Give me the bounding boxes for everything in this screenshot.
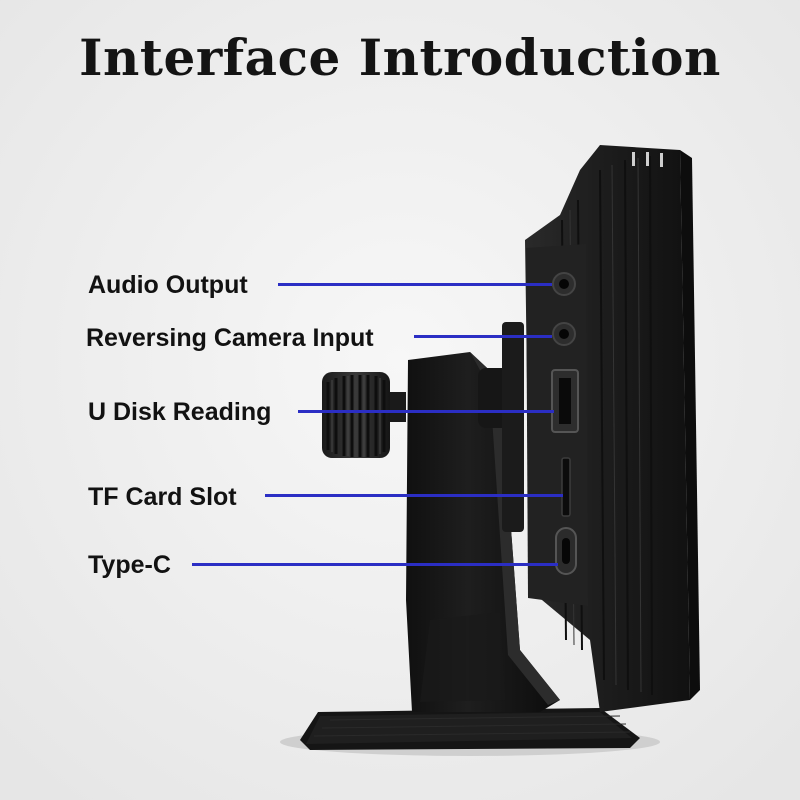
callout-u-disk-reading: U Disk Reading	[88, 398, 272, 426]
callout-line-audio-output	[278, 283, 552, 286]
callout-type-c: Type-C	[88, 551, 171, 579]
callout-tf-card-slot: TF Card Slot	[88, 483, 237, 511]
callout-audio-output: Audio Output	[88, 271, 248, 299]
callout-line-tf-card-slot	[265, 494, 563, 497]
callout-line-type-c	[192, 563, 558, 566]
page-title: Interface Introduction	[79, 28, 721, 87]
callout-line-u-disk-reading	[298, 410, 554, 413]
callout-reversing-camera-input: Reversing Camera Input	[86, 324, 374, 352]
callout-line-reversing-camera-input	[414, 335, 552, 338]
